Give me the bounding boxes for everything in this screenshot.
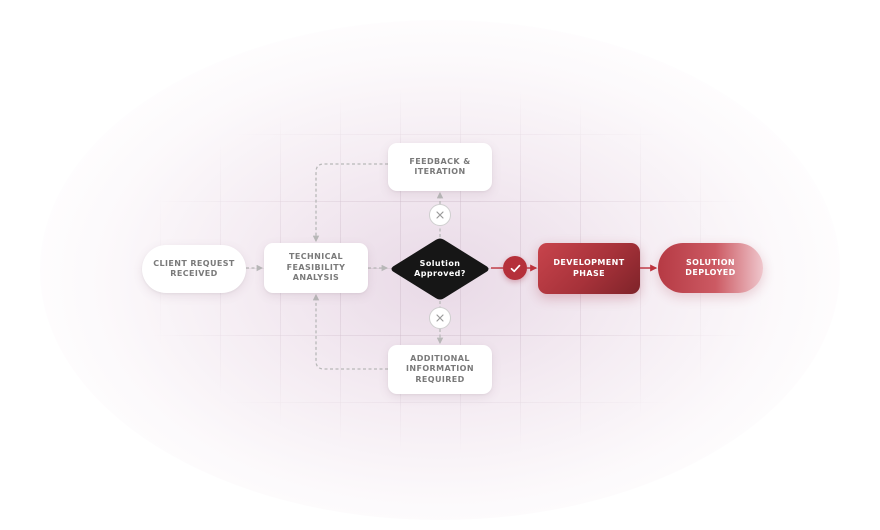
node-solution-deployed[interactable]: Solution Deployed — [658, 243, 763, 293]
node-label-line: Analysis — [292, 273, 340, 283]
check-icon — [503, 256, 527, 280]
decision-label: Solution Approved? — [389, 237, 491, 301]
node-label-line: Iteration — [414, 167, 466, 176]
node-label-line: Solution — [419, 258, 461, 268]
node-label-line: Information — [406, 364, 474, 374]
close-icon — [429, 307, 451, 329]
node-label-line: Additional — [410, 353, 470, 363]
node-label-line: Feasibility — [286, 262, 346, 272]
node-label-line: Received — [170, 269, 218, 278]
node-development-phase[interactable]: Development Phase — [538, 243, 640, 294]
node-label-line: Technical — [289, 252, 343, 262]
decision-diamond[interactable] — [389, 237, 491, 301]
node-technical-feasibility[interactable]: Technical Feasibility Analysis — [264, 243, 368, 293]
node-client-request[interactable]: Client Request Received — [142, 245, 246, 293]
node-feedback-iteration[interactable]: Feedback & Iteration — [388, 143, 492, 191]
node-label-line: Feedback & — [409, 156, 471, 166]
node-label-line: Approved? — [414, 269, 466, 278]
node-label-line: Solution — [685, 257, 735, 267]
node-label-line: Phase — [573, 268, 605, 278]
node-additional-information[interactable]: Additional Information Required — [388, 345, 492, 394]
loop-additional-to-technical — [312, 293, 388, 370]
node-label-line: Client Request — [153, 258, 235, 268]
decision-diamond-shape — [391, 238, 489, 300]
node-label-line: Deployed — [685, 268, 736, 277]
close-icon — [429, 204, 451, 226]
node-label-line: Development — [553, 258, 625, 267]
loop-feedback-to-technical — [312, 163, 388, 243]
node-label-line: Required — [415, 374, 465, 384]
